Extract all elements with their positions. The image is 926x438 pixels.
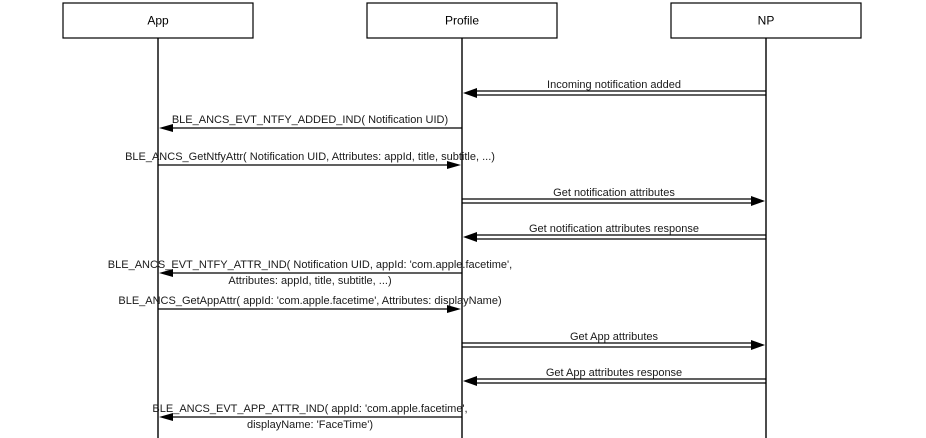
message-7: BLE_ANCS_GetAppAttr( appId: 'com.apple.f… [118, 295, 502, 313]
arrow-head-icon [751, 340, 765, 350]
message-label: Get App attributes [570, 331, 659, 343]
arrow-head-icon [447, 161, 461, 169]
message-label: BLE_ANCS_GetAppAttr( appId: 'com.apple.f… [118, 295, 501, 307]
message-label: BLE_ANCS_EVT_APP_ATTR_IND( appId: 'com.a… [152, 403, 467, 415]
arrow-head-icon [159, 413, 173, 421]
message-9: Get App attributes response [463, 367, 766, 386]
message-label: BLE_ANCS_EVT_NTFY_ATTR_IND( Notification… [108, 259, 512, 271]
message-label: Get App attributes response [546, 367, 682, 379]
message-4: Get notification attributes [462, 187, 765, 206]
message-label: Incoming notification added [547, 79, 681, 91]
arrow-head-icon [751, 196, 765, 206]
message-label: displayName: 'FaceTime') [247, 419, 373, 431]
message-1: Incoming notification added [463, 79, 766, 98]
arrow-head-icon [463, 232, 477, 242]
message-label: BLE_ANCS_EVT_NTFY_ADDED_IND( Notificatio… [172, 114, 448, 126]
participant-box-app [62, 2, 254, 39]
participant-box-np [670, 2, 862, 39]
arrow-head-icon [463, 88, 477, 98]
arrow-head-icon [463, 376, 477, 386]
message-3: BLE_ANCS_GetNtfyAttr( Notification UID, … [125, 151, 495, 169]
message-10: BLE_ANCS_EVT_APP_ATTR_IND( appId: 'com.a… [152, 403, 467, 431]
message-6: BLE_ANCS_EVT_NTFY_ATTR_IND( Notification… [108, 259, 512, 287]
message-8: Get App attributes [462, 331, 765, 350]
message-2: BLE_ANCS_EVT_NTFY_ADDED_IND( Notificatio… [159, 114, 462, 132]
arrow-head-icon [159, 269, 173, 277]
participant-label-app: App [147, 14, 169, 28]
participant-label-profile: Profile [445, 14, 479, 28]
message-label: Get notification attributes response [529, 223, 699, 235]
participant-box-profile [366, 2, 558, 39]
message-label: Attributes: appId, title, subtitle, ...) [228, 275, 391, 287]
arrow-head-icon [447, 305, 461, 313]
message-5: Get notification attributes response [463, 223, 766, 242]
message-label: Get notification attributes [553, 187, 675, 199]
participant-label-np: NP [758, 14, 775, 28]
arrow-head-icon [159, 124, 173, 132]
message-label: BLE_ANCS_GetNtfyAttr( Notification UID, … [125, 151, 495, 163]
